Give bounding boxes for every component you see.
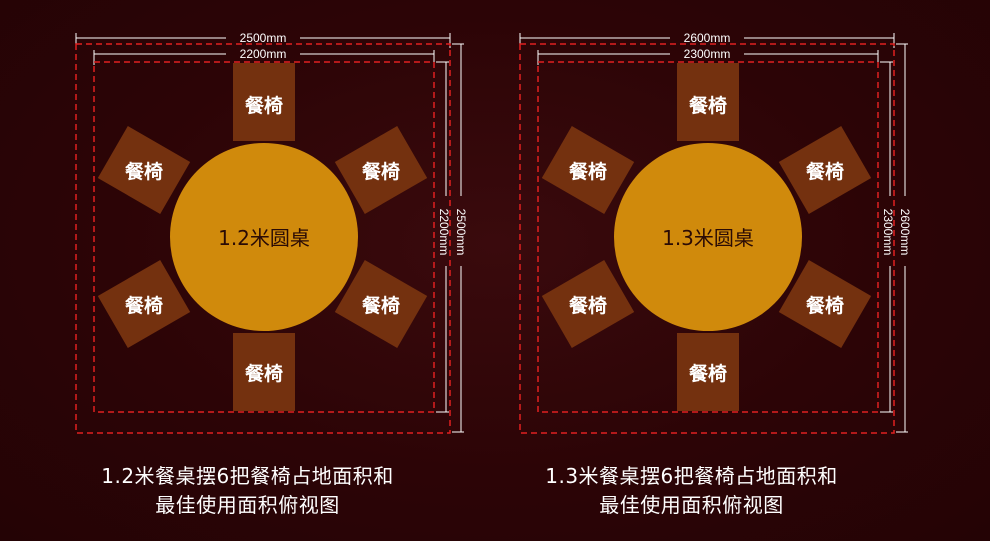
round-table [614, 143, 802, 331]
chair-lower-right [334, 260, 428, 348]
inner-height-label: 2200mm [437, 209, 451, 256]
chair-upper-right-label: 餐椅 [362, 160, 400, 183]
outer-height-dimension [896, 43, 908, 433]
caption-right: 1.3米餐桌摆6把餐椅占地面积和 最佳使用面积俯视图 [444, 462, 939, 520]
inner-height-label: 2300mm [881, 209, 895, 256]
svg-text:餐椅: 餐椅 [245, 362, 283, 385]
outer-width-dimension [75, 33, 451, 48]
svg-text:餐椅: 餐椅 [245, 94, 283, 117]
table-label: 1.2米圆桌 [218, 226, 310, 250]
outer-width-label: 2500mm [240, 31, 287, 45]
outer-height-label: 2600mm [898, 209, 912, 256]
chair-upper-left-label: 餐椅 [569, 160, 607, 183]
caption-line2: 最佳使用面积俯视图 [155, 493, 340, 517]
chair-bottom: 餐椅 [677, 333, 739, 411]
caption-line1: 1.2米餐桌摆6把餐椅占地面积和 [101, 464, 394, 488]
chair-top: 餐椅 [677, 63, 739, 141]
svg-text:餐椅: 餐椅 [689, 362, 727, 385]
chair-lower-right [778, 260, 872, 348]
floor-plan-right: 2600mm 2300mm 2600mm 2300mm [519, 31, 912, 434]
chair-top: 餐椅 [233, 63, 295, 141]
svg-text:餐椅: 餐椅 [689, 94, 727, 117]
table-label: 1.3米圆桌 [662, 226, 754, 250]
chair-lower-right-label: 餐椅 [806, 294, 844, 317]
diagram-right: 2600mm 2300mm 2600mm 2300mm [444, 0, 939, 541]
inner-area-border [537, 61, 879, 413]
floor-plan-left: 2500mm 2200mm 2500mm 2200mm [75, 31, 468, 434]
outer-height-dimension [452, 43, 464, 433]
chair-upper-right [334, 126, 428, 214]
chair-lower-left-label: 餐椅 [125, 294, 163, 317]
inner-height-dimension [880, 61, 893, 413]
chair-lower-left [97, 260, 191, 348]
chair-upper-left-label: 餐椅 [125, 160, 163, 183]
outer-area-border [519, 43, 895, 434]
outer-height-label: 2500mm [454, 209, 468, 256]
outer-width-label: 2600mm [684, 31, 731, 45]
chair-upper-right [778, 126, 872, 214]
chair-lower-left-label: 餐椅 [569, 294, 607, 317]
chair-lower-left [541, 260, 635, 348]
diagram-left: 2500mm 2200mm 2500mm 2200mm [0, 31, 495, 520]
caption-line1: 1.3米餐桌摆6把餐椅占地面积和 [545, 464, 838, 488]
chair-lower-right-label: 餐椅 [362, 294, 400, 317]
caption-line2: 最佳使用面积俯视图 [599, 493, 784, 517]
round-table [170, 143, 358, 331]
outer-area-border [75, 43, 451, 434]
chair-upper-left [541, 126, 635, 214]
inner-area-border [93, 61, 435, 413]
inner-height-dimension [436, 61, 449, 413]
chair-upper-right-label: 餐椅 [806, 160, 844, 183]
inner-width-label: 2300mm [684, 47, 731, 61]
inner-width-label: 2200mm [240, 47, 287, 61]
chair-bottom: 餐椅 [233, 333, 295, 411]
caption-left: 1.2米餐桌摆6把餐椅占地面积和 最佳使用面积俯视图 [0, 462, 495, 520]
chair-upper-left [97, 126, 191, 214]
